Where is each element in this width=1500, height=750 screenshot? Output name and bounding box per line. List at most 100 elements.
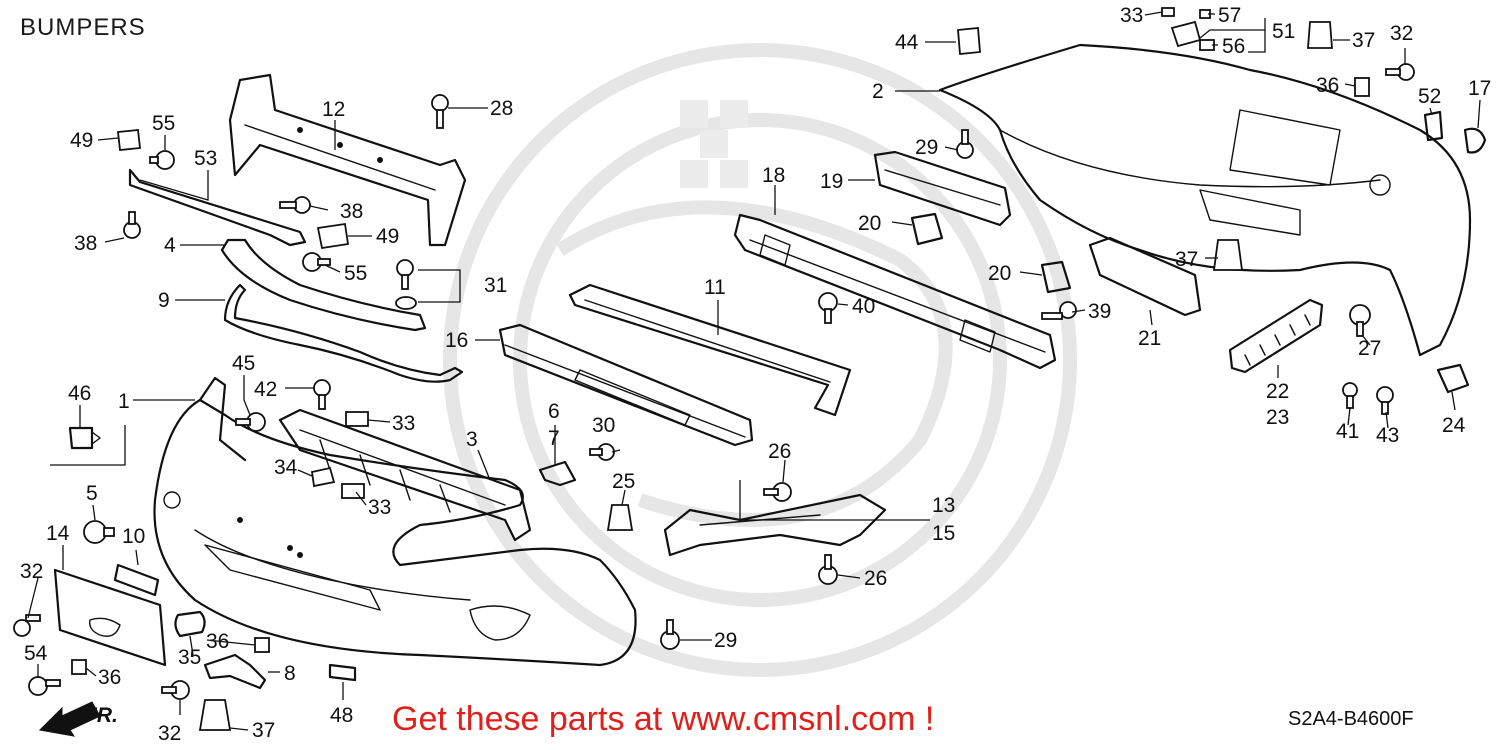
bolt-30 — [589, 443, 615, 461]
rear-retainer-22[interactable] — [1228, 298, 1324, 374]
callout-38b[interactable]: 38 — [74, 232, 97, 255]
callout-35[interactable]: 35 — [178, 646, 201, 669]
license-plate-base[interactable] — [53, 568, 167, 667]
callout-4[interactable]: 4 — [164, 234, 176, 257]
callout-43[interactable]: 43 — [1376, 424, 1399, 447]
callout-29b[interactable]: 29 — [714, 629, 737, 652]
rear-reinforcement-18[interactable] — [733, 213, 1057, 370]
front-bumper-face[interactable] — [153, 376, 637, 667]
callout-38a[interactable]: 38 — [340, 200, 363, 223]
callout-49b[interactable]: 49 — [376, 225, 399, 248]
callout-37a[interactable]: 37 — [252, 719, 275, 742]
callout-37c[interactable]: 37 — [1352, 29, 1375, 52]
callout-40[interactable]: 40 — [852, 295, 875, 318]
callout-27[interactable]: 27 — [1358, 337, 1381, 360]
front-seal-strip[interactable] — [223, 283, 464, 383]
callout-26b[interactable]: 26 — [864, 567, 887, 590]
callout-7[interactable]: 7 — [548, 427, 560, 450]
callout-20a[interactable]: 20 — [858, 212, 881, 235]
callout-33c[interactable]: 33 — [1120, 4, 1143, 27]
callout-11[interactable]: 11 — [704, 276, 726, 299]
callout-32a[interactable]: 32 — [20, 560, 43, 583]
callout-44[interactable]: 44 — [895, 31, 919, 54]
rear-bumper-face[interactable] — [938, 43, 1472, 357]
callout-33b[interactable]: 33 — [368, 496, 391, 519]
front-stay-rod[interactable] — [128, 168, 307, 247]
clip-24[interactable] — [1436, 363, 1470, 394]
callout-45[interactable]: 45 — [232, 352, 255, 375]
callout-39[interactable]: 39 — [1088, 300, 1111, 323]
callout-32b[interactable]: 32 — [158, 722, 181, 745]
clip-7[interactable] — [538, 460, 577, 487]
callout-14[interactable]: 14 — [46, 522, 70, 545]
callout-12[interactable]: 12 — [322, 98, 345, 121]
callout-51[interactable]: 51 — [1272, 20, 1295, 43]
callout-23[interactable]: 23 — [1266, 406, 1289, 429]
front-bumper-absorber[interactable] — [278, 408, 532, 542]
callout-36c[interactable]: 36 — [1316, 74, 1339, 97]
callout-32c[interactable]: 32 — [1390, 22, 1413, 45]
callout-42[interactable]: 42 — [254, 378, 277, 401]
callout-21[interactable]: 21 — [1138, 327, 1161, 350]
callout-46[interactable]: 46 — [68, 382, 91, 405]
callout-52[interactable]: 52 — [1418, 85, 1441, 108]
callout-30[interactable]: 30 — [592, 414, 615, 437]
callout-20b[interactable]: 20 — [988, 262, 1011, 285]
callout-13[interactable]: 13 — [932, 494, 955, 517]
front-upper-beam[interactable] — [228, 73, 467, 247]
callout-1[interactable]: 1 — [118, 390, 130, 413]
spacer-20b[interactable] — [1040, 260, 1072, 294]
nut-36a — [71, 659, 87, 675]
callout-41[interactable]: 41 — [1336, 420, 1359, 443]
callout-17[interactable]: 17 — [1468, 77, 1491, 100]
callout-55b[interactable]: 55 — [344, 262, 367, 285]
callout-16[interactable]: 16 — [445, 329, 468, 352]
callout-53[interactable]: 53 — [194, 147, 217, 170]
callout-26a[interactable]: 26 — [768, 440, 791, 463]
callout-56[interactable]: 56 — [1222, 35, 1245, 58]
callout-37b[interactable]: 37 — [1175, 248, 1198, 271]
clip-52[interactable] — [1423, 110, 1444, 142]
callout-10[interactable]: 10 — [122, 525, 145, 548]
callout-48[interactable]: 48 — [330, 704, 353, 727]
callout-28[interactable]: 28 — [490, 97, 513, 120]
callout-22[interactable]: 22 — [1266, 380, 1289, 403]
cap-35[interactable] — [174, 610, 206, 638]
clip-17[interactable] — [1463, 127, 1487, 154]
nut-56 — [1199, 39, 1215, 51]
callout-55a[interactable]: 55 — [152, 112, 175, 135]
bracket-8[interactable] — [203, 653, 267, 690]
callout-57[interactable]: 57 — [1218, 4, 1241, 27]
bracket-10[interactable] — [113, 563, 160, 597]
front-reinforcement-11[interactable] — [568, 283, 852, 417]
callout-31[interactable]: 31 — [484, 274, 507, 297]
callout-3[interactable]: 3 — [466, 428, 478, 451]
callout-5[interactable]: 5 — [86, 482, 98, 505]
callout-49a[interactable]: 49 — [70, 129, 93, 152]
callout-25[interactable]: 25 — [612, 470, 635, 493]
callout-34[interactable]: 34 — [274, 456, 298, 479]
cap-46[interactable] — [68, 426, 101, 450]
callout-18[interactable]: 18 — [762, 164, 785, 187]
callout-24[interactable]: 24 — [1442, 414, 1466, 437]
callout-15[interactable]: 15 — [932, 522, 955, 545]
callout-36a[interactable]: 36 — [206, 630, 229, 653]
callout-8[interactable]: 8 — [284, 662, 296, 685]
callout-19[interactable]: 19 — [820, 170, 843, 193]
diagram-code: S2A4-B4600F — [1288, 708, 1414, 730]
rear-absorber-19[interactable] — [873, 150, 1012, 227]
spacer-20a[interactable] — [910, 212, 944, 246]
promo-link-text[interactable]: Get these parts at www.cmsnl.com ! — [392, 700, 935, 738]
callout-54[interactable]: 54 — [24, 642, 48, 665]
callout-9[interactable]: 9 — [158, 289, 170, 312]
callout-29a[interactable]: 29 — [915, 136, 938, 159]
callout-6[interactable]: 6 — [548, 400, 560, 423]
bolt-28 — [431, 94, 449, 129]
callout-33a[interactable]: 33 — [392, 412, 415, 435]
callout-2[interactable]: 2 — [872, 80, 884, 103]
callout-36b[interactable]: 36 — [98, 666, 121, 689]
front-upper-retainer[interactable] — [220, 238, 427, 332]
pad-48[interactable] — [328, 663, 357, 682]
rear-bracket-21[interactable] — [1088, 236, 1202, 317]
front-reinforcement-16[interactable] — [498, 323, 754, 447]
